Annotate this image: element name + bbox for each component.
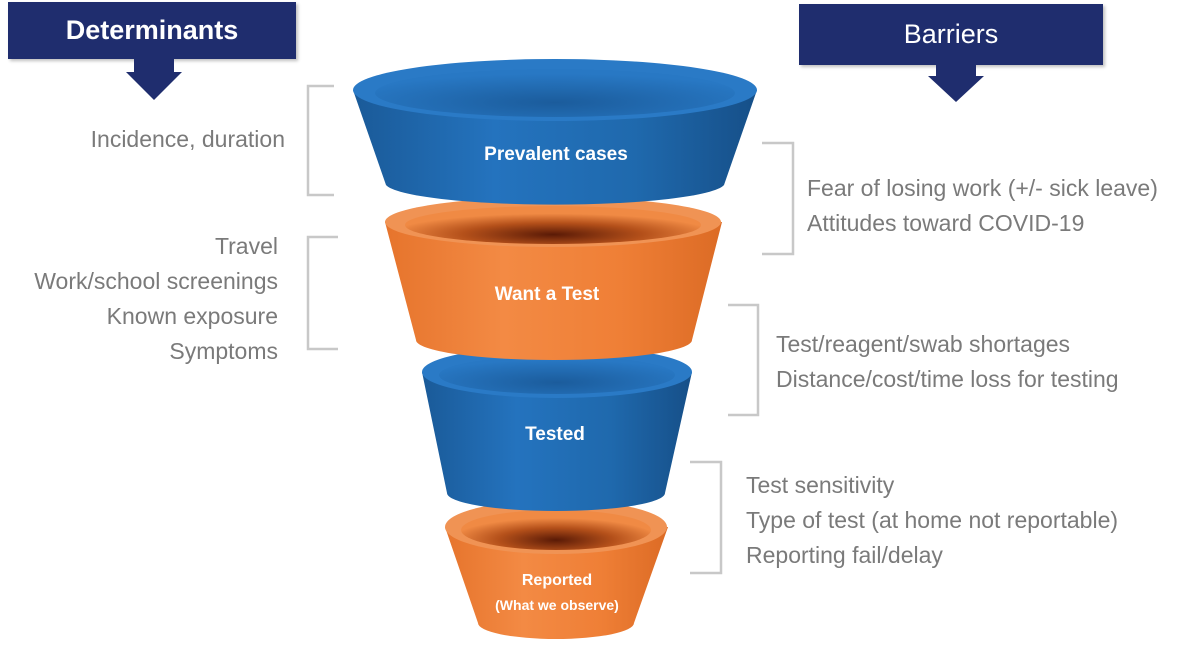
stage-label-reported: Reported <box>521 572 593 589</box>
barriers-arrow-stem <box>936 65 976 77</box>
bracket-travel-symptoms <box>306 235 338 351</box>
determinant-text: Symptoms <box>169 338 278 364</box>
barriers-header: Barriers <box>799 4 1103 65</box>
bracket-sensitivity <box>690 460 723 575</box>
stage-label-want-test: Want a Test <box>494 284 600 305</box>
barrier-text: Fear of losing work (+/- sick leave) <box>807 175 1158 201</box>
determinant-text: Work/school screenings <box>34 268 278 294</box>
barrier-text: Test sensitivity <box>746 472 895 498</box>
stage-reported-shape <box>445 500 668 639</box>
stage-label-tested: Tested <box>525 424 585 445</box>
determinant-group-1: Incidence, duration <box>91 122 285 157</box>
barrier-group-1: Fear of losing work (+/- sick leave) Att… <box>807 171 1158 241</box>
determinant-text: Incidence, duration <box>90 126 285 152</box>
determinant-text: Travel <box>214 233 278 259</box>
bracket-incidence <box>306 84 334 197</box>
determinant-group-2: Travel Work/school screenings Known expo… <box>34 229 278 369</box>
stage-sublabel-reported: (What we observe) <box>495 597 619 613</box>
determinants-down-arrow-icon <box>126 72 182 100</box>
barrier-text: Type of test (at home not reportable) <box>746 507 1119 533</box>
bracket-fear <box>762 141 795 256</box>
stage-prevalent-shape <box>353 59 757 205</box>
stage-want-test-shape <box>385 197 722 360</box>
bracket-shortages <box>728 303 760 417</box>
determinants-header-label: Determinants <box>65 15 239 45</box>
barrier-group-3: Test sensitivity Type of test (at home n… <box>746 468 1118 573</box>
barrier-text: Attitudes toward COVID-19 <box>807 210 1085 236</box>
barriers-down-arrow-icon <box>928 76 984 102</box>
barrier-text: Reporting fail/delay <box>746 542 943 568</box>
stage-tested-shape <box>422 346 692 511</box>
barrier-group-2: Test/reagent/swab shortages Distance/cos… <box>776 327 1119 397</box>
barrier-text: Test/reagent/swab shortages <box>776 331 1071 357</box>
barrier-text: Distance/cost/time loss for testing <box>776 366 1119 392</box>
determinant-text: Known exposure <box>106 303 278 329</box>
barriers-header-label: Barriers <box>903 19 999 49</box>
determinants-arrow-stem <box>134 59 174 73</box>
stage-label-prevalent: Prevalent cases <box>484 144 628 165</box>
determinants-header: Determinants <box>8 2 296 59</box>
